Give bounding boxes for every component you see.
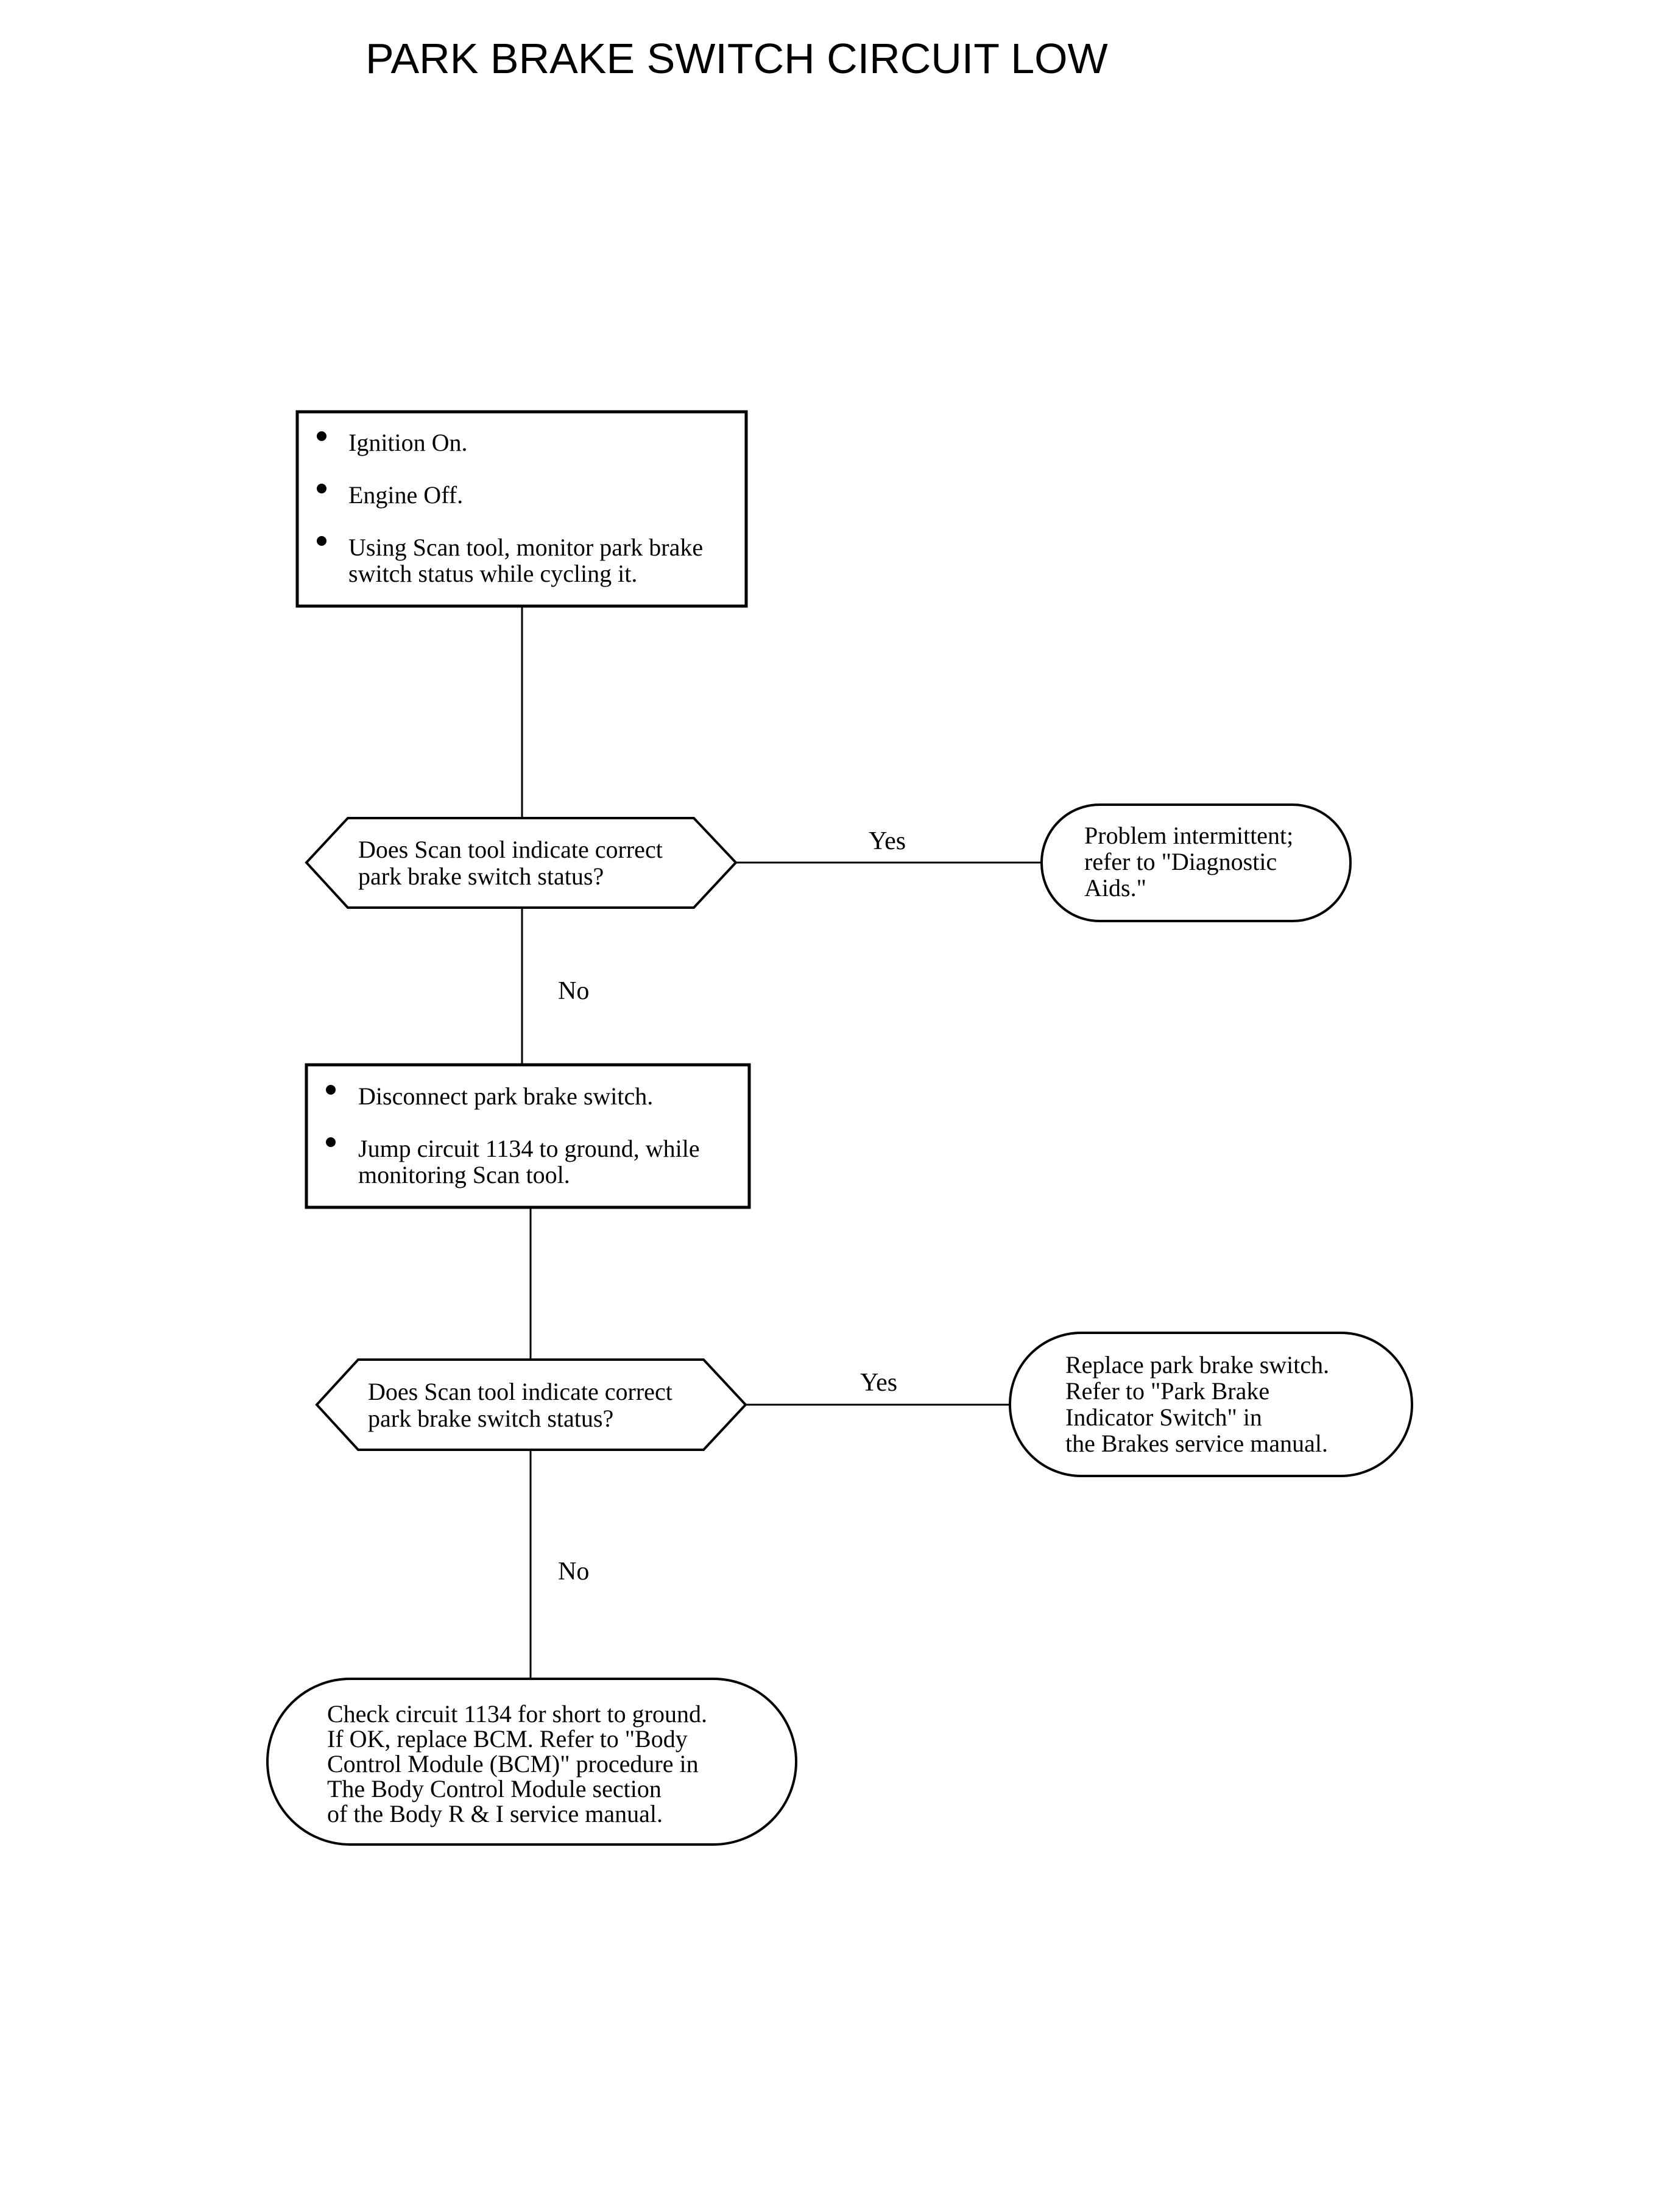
result1-terminal: Problem intermittent; refer to "Diagnost… [1040,803,1352,922]
step1-bullet-2-line-1: Engine Off. [348,481,463,509]
result2-line-3: Indicator Switch" in [1065,1403,1262,1431]
bullet-icon [317,536,326,546]
result2-line-2: Refer to "Park Brake [1065,1377,1269,1405]
result1-line-1: Problem intermittent; [1084,822,1293,849]
step1-bullet-3-line-2: switch status while cycling it. [348,560,637,587]
result2-terminal: Replace park brake switch. Refer to "Par… [1009,1332,1413,1477]
bullet-icon [326,1137,336,1147]
step2-bullet-2-line-1: Jump circuit 1134 to ground, while [358,1135,700,1162]
decision2-shape: Does Scan tool indicate correct park bra… [315,1358,747,1451]
step1-box: Ignition On. Engine Off. Using Scan tool… [295,410,748,608]
decision2-line-2: park brake switch status? [368,1405,613,1432]
decision2-no-label: No [558,1558,589,1586]
result3-terminal: Check circuit 1134 for short to ground. … [266,1678,797,1846]
decision2-yes-label: Yes [860,1369,897,1397]
bullet-icon [317,431,326,441]
page-title: PARK BRAKE SWITCH CIRCUIT LOW [365,35,1108,82]
result3-line-4: The Body Control Module section [327,1775,662,1802]
decision1-line-1: Does Scan tool indicate correct [358,836,663,863]
step2-bullet-2-line-2: monitoring Scan tool. [358,1161,570,1188]
decision1-line-2: park brake switch status? [358,863,604,890]
bullet-icon [317,484,326,493]
result3-line-3: Control Module (BCM)" procedure in [327,1750,699,1778]
result3-line-1: Check circuit 1134 for short to ground. [327,1700,707,1728]
result3-line-2: If OK, replace BCM. Refer to "Body [327,1725,688,1753]
result2-line-4: the Brakes service manual. [1065,1430,1328,1457]
decision1-no-label: No [558,977,589,1005]
bullet-icon [326,1085,336,1095]
result3-line-5: of the Body R & I service manual. [327,1800,663,1827]
result1-line-3: Aids." [1084,874,1146,902]
step2-box: Disconnect park brake switch. Jump circu… [305,1063,751,1209]
decision1-shape: Does Scan tool indicate correct park bra… [305,817,738,909]
decision1-yes-label: Yes [869,827,906,855]
step1-bullet-3-line-1: Using Scan tool, monitor park brake [348,534,703,561]
result2-line-1: Replace park brake switch. [1065,1351,1329,1379]
result1-line-2: refer to "Diagnostic [1084,848,1277,875]
decision2-line-1: Does Scan tool indicate correct [368,1378,672,1405]
step1-bullet-1-line-1: Ignition On. [348,429,468,456]
step2-bullet-1-line-1: Disconnect park brake switch. [358,1082,653,1110]
